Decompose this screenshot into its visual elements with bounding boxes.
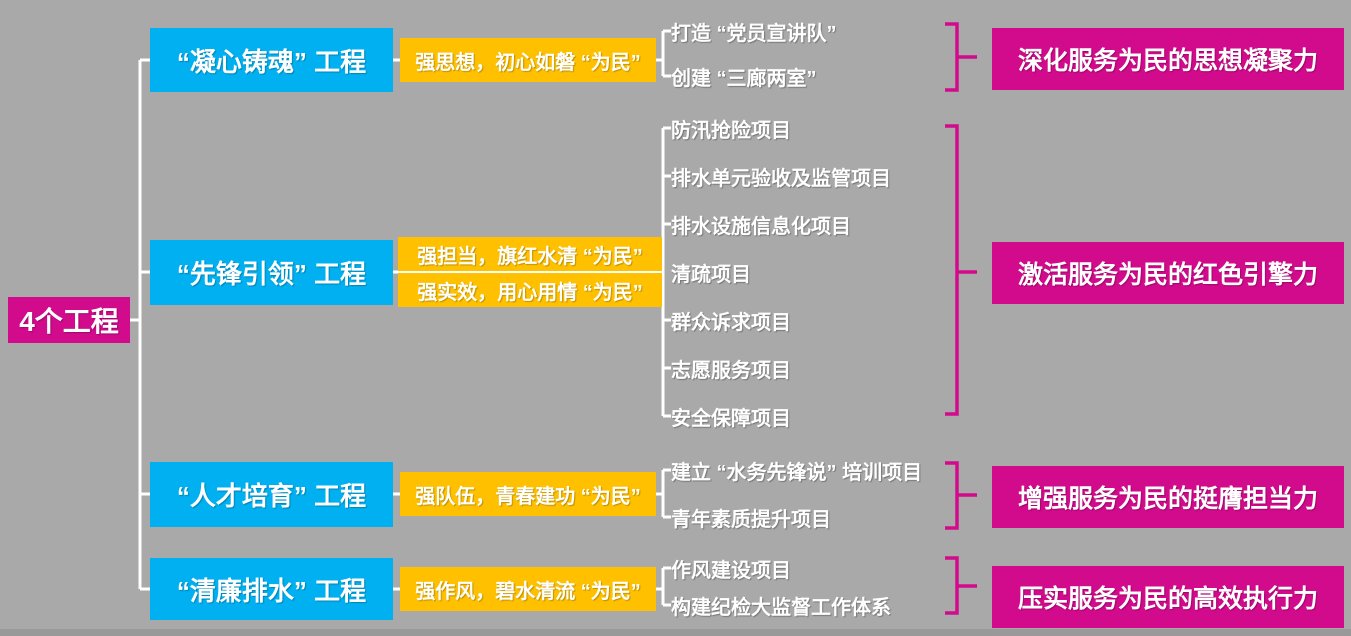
branch1-connector-line [393, 29, 671, 78]
project-node-3: “人才培育” 工程 [150, 462, 393, 527]
item-text: 创建 “三廊两室” [671, 67, 817, 90]
outcome-node-4: 压实服务为民的高效执行力 [992, 566, 1344, 628]
strategy-node-2b: 强实效，用心用情 “为民” [398, 273, 662, 307]
project-node-2: “先锋引领” 工程 [150, 240, 393, 305]
item-text: 防汛抢险项目 [671, 119, 791, 142]
item-text: 志愿服务项目 [671, 359, 791, 382]
brace-branch1 [945, 22, 977, 92]
outcome-node-2: 激活服务为民的红色引擎力 [992, 242, 1344, 304]
outcome-node-1: 深化服务为民的思想凝聚力 [992, 28, 1344, 90]
bottom-edge-strip [0, 629, 1351, 636]
item-text: 打造 “党员宣讲队” [671, 22, 837, 45]
item-text: 清疏项目 [671, 263, 751, 286]
brace-branch4 [945, 556, 977, 615]
trunk-connector-line [130, 58, 150, 591]
item-text: 青年素质提升项目 [671, 508, 831, 531]
root-node: 4个工程 [8, 297, 130, 343]
item-text: 排水单元验收及监管项目 [671, 167, 891, 190]
brace-branch3 [945, 461, 977, 530]
item-text: 构建纪检大监督工作体系 [671, 596, 891, 619]
item-text: 安全保障项目 [671, 407, 791, 430]
outcome-node-3: 增强服务为民的挺膺担当力 [992, 466, 1344, 528]
item-text: 作风建设项目 [671, 559, 791, 582]
item-text: 建立 “水务先锋说” 培训项目 [671, 461, 923, 484]
strategy-node-4: 强作风，碧水清流 “为民” [400, 567, 656, 611]
item-text: 排水设施信息化项目 [671, 215, 851, 238]
strategy-node-3: 强队伍，青春建功 “为民” [400, 472, 656, 516]
project-node-1: “凝心铸魂” 工程 [150, 28, 393, 92]
branch4-connector-line [393, 566, 671, 607]
brace-branch2 [945, 124, 977, 416]
project-node-4: “清廉排水” 工程 [150, 558, 393, 620]
strategy-node-1: 强思想，初心如磐 “为民” [400, 38, 656, 82]
branch3-connector-line [393, 468, 671, 519]
branch2-connector-line [393, 126, 671, 418]
item-text: 群众诉求项目 [671, 311, 791, 334]
strategy-node-2a: 强担当，旗红水清 “为民” [398, 237, 662, 271]
